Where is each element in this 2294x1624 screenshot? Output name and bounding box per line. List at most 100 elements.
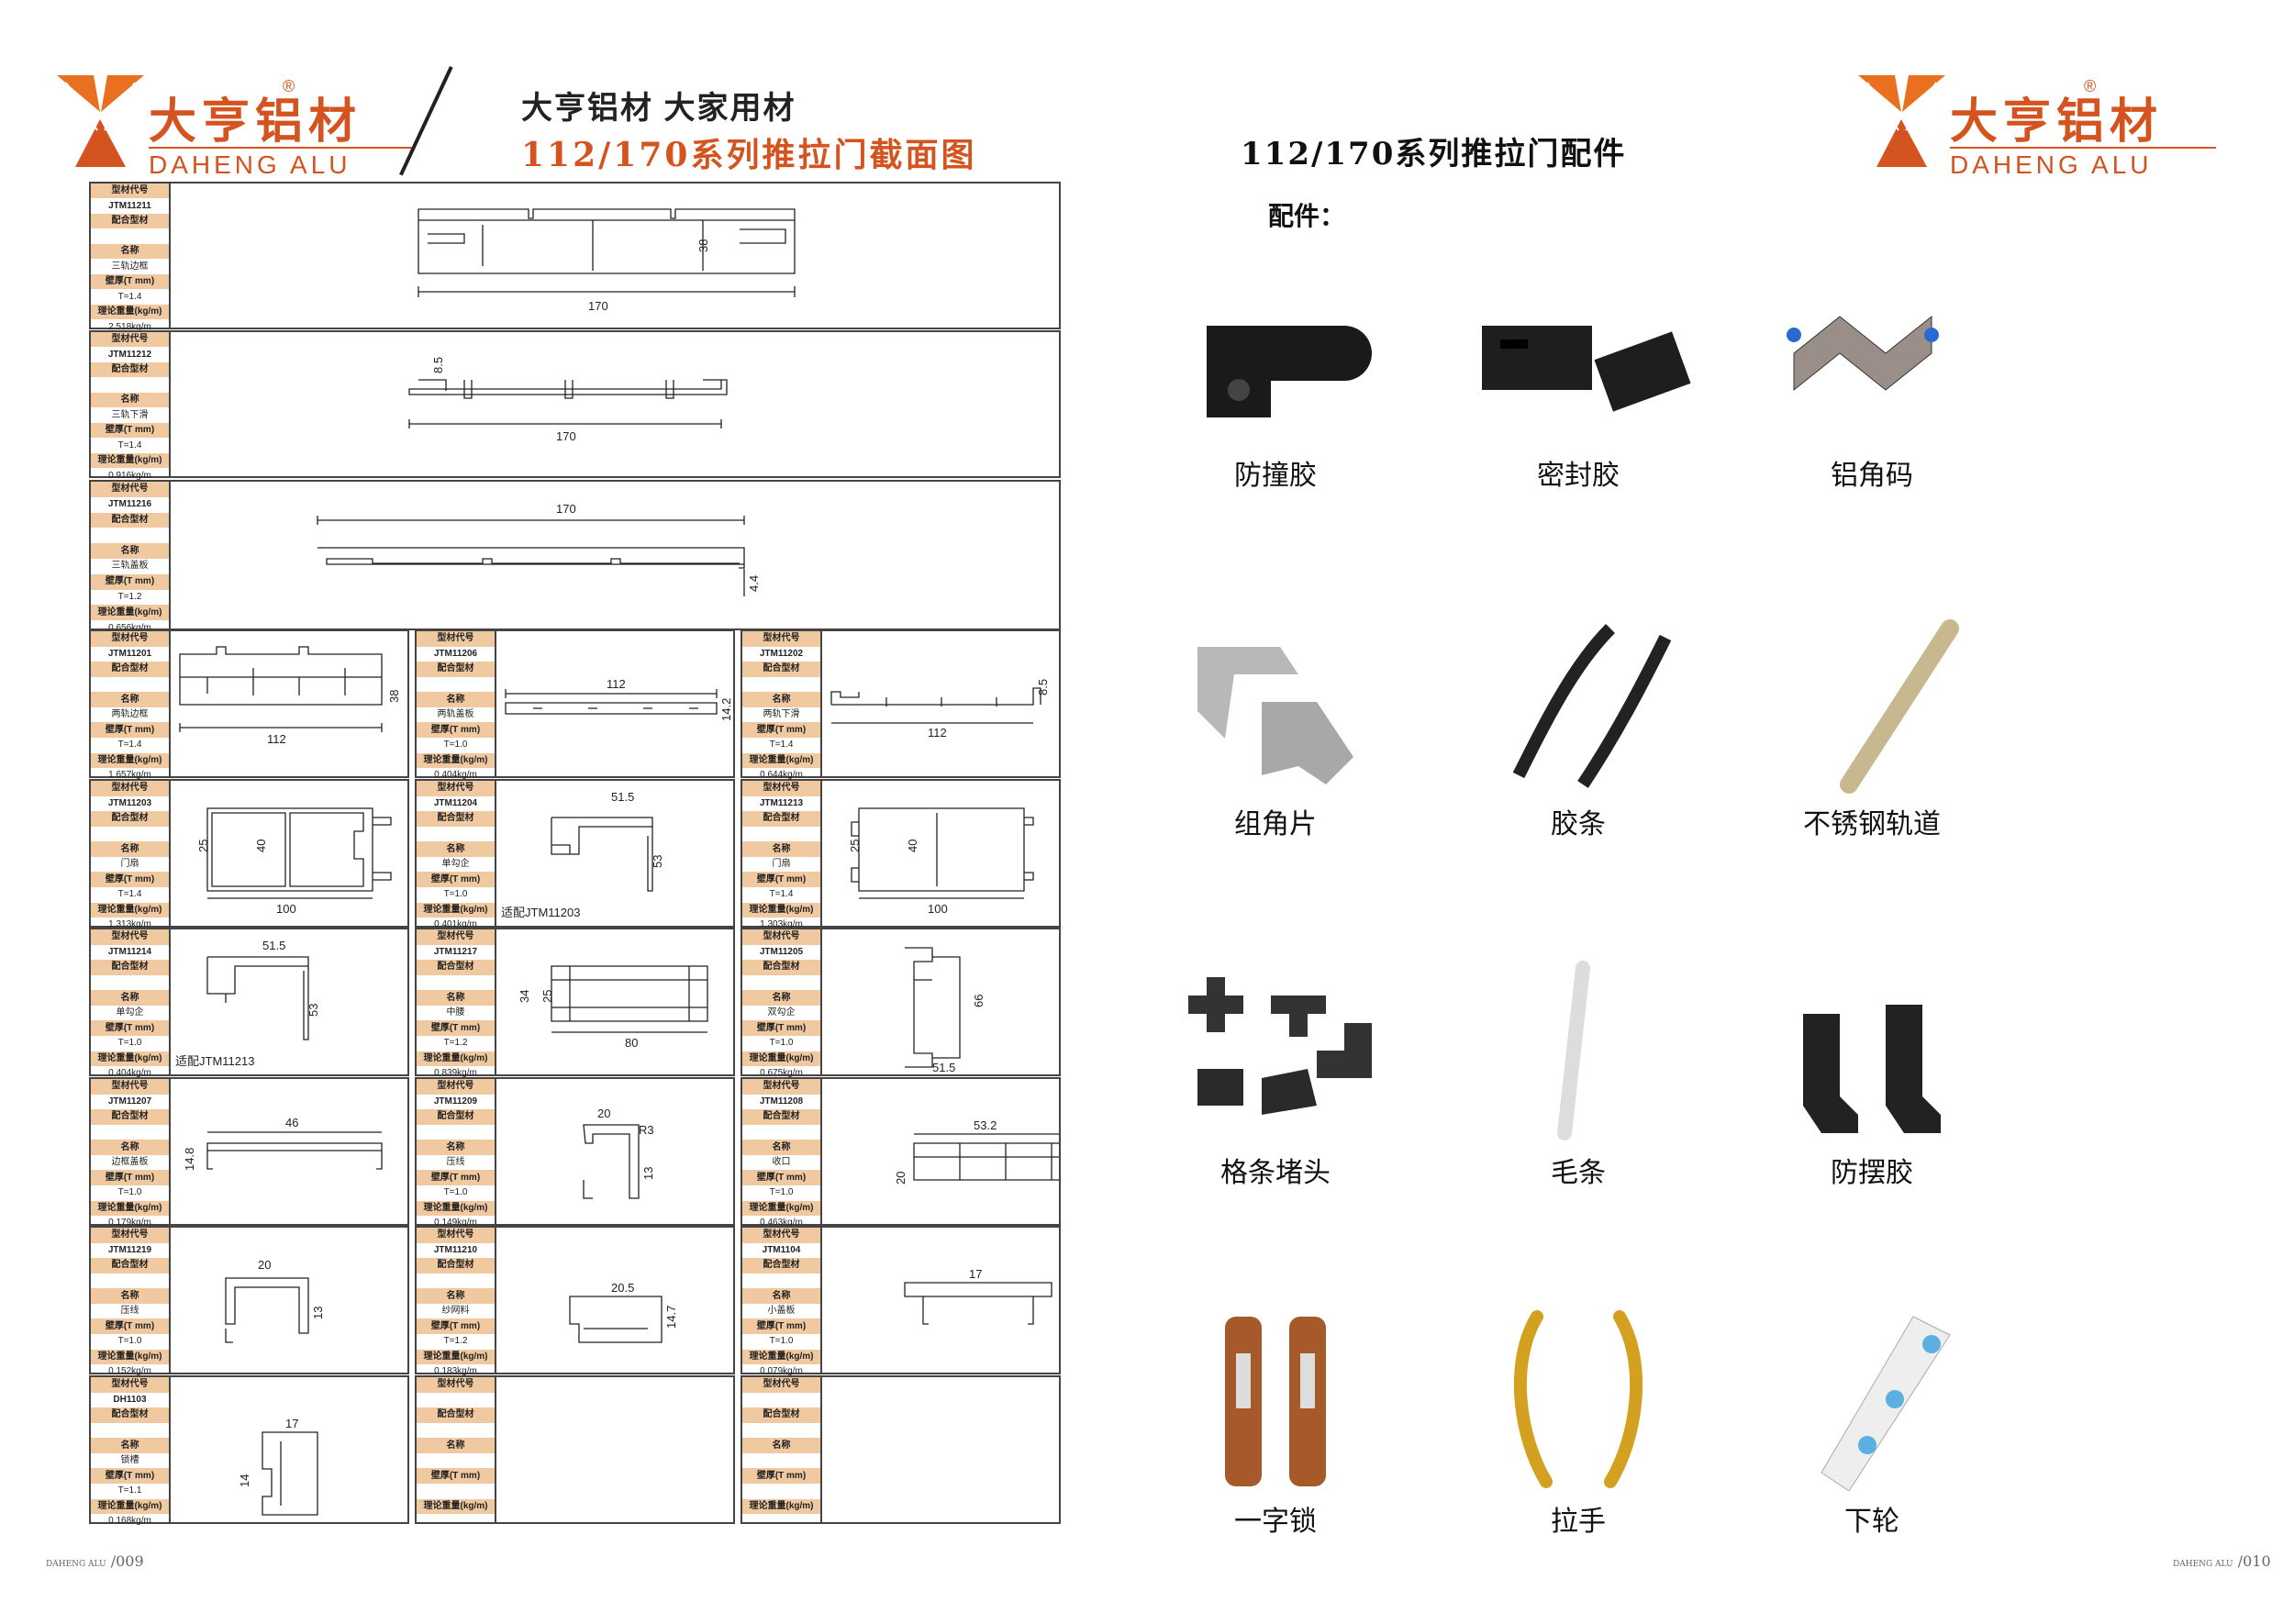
spec-label-code: 型材代号 [742,929,820,945]
right-logo: 大亨铝材 ® DAHENG ALU [1858,75,2225,179]
spec-label-match: 配合型材 [742,1258,820,1274]
dimension-label: 25 [848,840,862,852]
profile-weight: 0.404kg/m [434,770,477,781]
spec-blank [742,1274,820,1289]
page-title: 112/170系列推拉门截面图 [521,136,977,174]
spec-blank [417,827,495,842]
spec-label-code: 型材代号 [91,482,169,497]
profile-weight: 0.401kg/m [434,919,477,930]
profile-weight: 0.183kg/m [434,1366,477,1377]
spec-label-weight: 理论重量(kg/m) [417,902,495,918]
corner-plate-icon [1197,647,1353,784]
spec-blank [91,975,169,991]
spec-blank [417,975,495,991]
profile-code: JTM11210 [433,1244,478,1255]
spec-label-weight: 理论重量(kg/m) [91,1200,169,1217]
spec-label-match: 配合型材 [91,960,169,975]
cross-section-icon: 51.566 [905,947,986,1074]
spec-label-code: 型材代号 [742,781,820,796]
spec-label-name: 名称 [742,1438,820,1453]
profile-name: 两轨盖板 [437,709,474,720]
dimension-label: 38 [387,690,401,703]
profile-thickness: T=1.1 [117,1485,142,1496]
spec-label-weight: 理论重量(kg/m) [91,1349,169,1365]
spec-label-match: 配合型材 [91,811,169,827]
dimension-label: 51.5 [262,939,285,952]
spec-label-code: 型材代号 [417,1228,495,1243]
spec-label-code: 型材代号 [91,184,169,199]
profile-thickness: T=1.4 [117,291,142,302]
spec-label-weight: 理论重量(kg/m) [91,605,169,621]
steel-track-icon [1840,619,1959,794]
spec-label-name: 名称 [91,692,169,707]
dimension-label: 66 [972,995,986,1007]
dimension-label: 13 [641,1167,655,1180]
spec-label-weight: 理论重量(kg/m) [742,902,820,918]
logo-registered: ® [283,77,295,95]
dimension-label: 13 [311,1307,325,1319]
dimension-label: 4.4 [747,575,761,592]
spec-label-thickness: 壁厚(T mm) [91,422,169,439]
spec-label-name: 名称 [417,1438,495,1453]
spec-label-name: 名称 [417,692,495,707]
part-item: 防撞胶 [1138,261,1413,493]
spec-label-weight: 理论重量(kg/m) [417,1498,495,1515]
spec-blank [742,1125,820,1140]
part-item: 密封胶 [1441,261,1716,493]
logo-en: DAHENG ALU [149,147,415,180]
dimension-label: 8.5 [1036,679,1050,695]
profile-code [742,1393,820,1408]
spec-label-match: 配合型材 [417,811,495,827]
profile-thickness: T=1.0 [443,740,468,751]
part-label: 组角片 [1234,809,1317,840]
brush-strip-icon [1557,961,1590,1140]
profile-weight: 0.149kg/m [434,1218,477,1229]
part-label: 不锈钢轨道 [1803,809,1941,840]
cross-section-icon: 17 [904,1267,1052,1325]
parts-page-title: 112/170系列推拉门配件 [1241,136,1627,172]
spec-label-code: 型材代号 [91,929,169,945]
profile-weight: 1.313kg/m [108,919,151,930]
spec-label-match: 配合型材 [742,811,820,827]
header-tagline: 大亨铝材 大家用材 [521,91,796,126]
profile-weight [417,1514,495,1529]
spec-label-thickness: 壁厚(T mm) [91,722,169,739]
cross-section-icon: 51.553 [206,939,320,1040]
spec-label-match: 配合型材 [91,362,169,378]
logo-brand: 大亨铝材 [149,94,362,150]
spec-label-code: 型材代号 [91,781,169,796]
profile-weight: 1.657kg/m [108,770,151,781]
profile-name [742,1453,820,1469]
spec-blank [417,1274,495,1289]
page-number-right: DAHENG ALU /010 [2173,1552,2271,1570]
spec-label-name: 名称 [91,392,169,408]
spec-label-name: 名称 [417,1140,495,1155]
bumper-rubber-icon [1207,326,1372,417]
cross-section-icon: 53.220 [894,1118,1080,1185]
profile-name: 三轨盖板 [111,561,149,572]
cross-section-icon: 51.553 [551,790,664,892]
profile-thickness [742,1484,820,1499]
profile-code: JTM11206 [433,648,478,659]
part-label: 铝角码 [1831,461,1913,491]
